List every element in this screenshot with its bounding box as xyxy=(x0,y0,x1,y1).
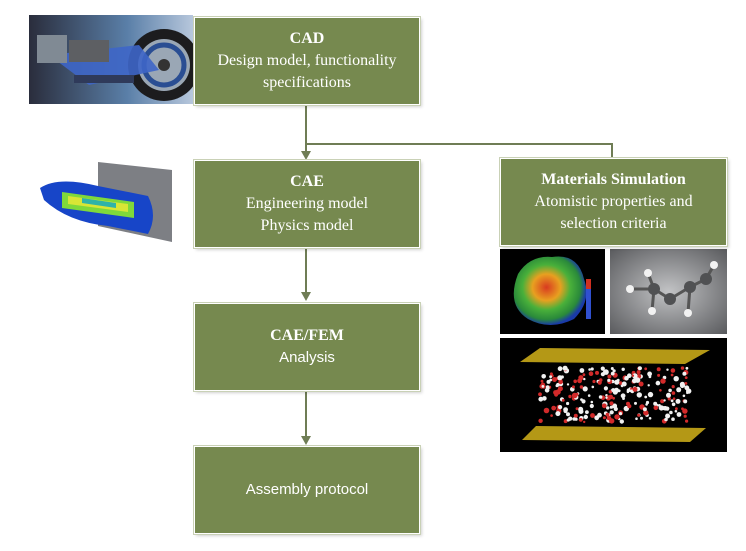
cae-line-1: Engineering model xyxy=(245,195,369,212)
cad-line-1: Design model, functionality xyxy=(217,52,397,69)
molecular-dynamics-slab-image xyxy=(500,338,727,452)
assembly-protocol-box: Assembly protocol xyxy=(194,446,420,534)
motorcycle-wheel-cad-image xyxy=(29,15,193,104)
fem-mesh-part-image xyxy=(38,156,172,244)
arrow-to-assembly xyxy=(301,436,311,445)
cae-box: CAE Engineering model Physics model xyxy=(194,160,420,248)
assembly-line-1: Assembly protocol xyxy=(245,481,369,498)
cad-line-2: specifications xyxy=(263,74,351,91)
electrostatic-potential-map-image xyxy=(500,249,605,334)
connector-cae-down xyxy=(305,246,307,296)
arrow-to-fem xyxy=(301,292,311,301)
connector-fem-down xyxy=(305,389,307,439)
cae-title: CAE xyxy=(290,173,324,190)
cad-box: CAD Design model, functionality specific… xyxy=(194,17,420,105)
materials-line-1: Atomistic properties and xyxy=(534,193,693,210)
ball-and-stick-molecule-image xyxy=(610,249,727,334)
materials-simulation-box: Materials Simulation Atomistic propertie… xyxy=(500,158,727,246)
cae-line-2: Physics model xyxy=(260,217,354,234)
materials-title: Materials Simulation xyxy=(541,171,686,188)
arrow-to-cae xyxy=(301,151,311,160)
connector-branch-horizontal xyxy=(305,143,613,145)
cae-fem-box: CAE/FEM Analysis xyxy=(194,303,420,391)
connector-branch-down-materials xyxy=(611,143,613,158)
fem-title: CAE/FEM xyxy=(270,327,344,344)
cad-title: CAD xyxy=(289,30,325,47)
materials-line-2: selection criteria xyxy=(560,215,667,232)
fem-line-1: Analysis xyxy=(279,349,335,366)
connector-cad-down xyxy=(305,104,307,156)
